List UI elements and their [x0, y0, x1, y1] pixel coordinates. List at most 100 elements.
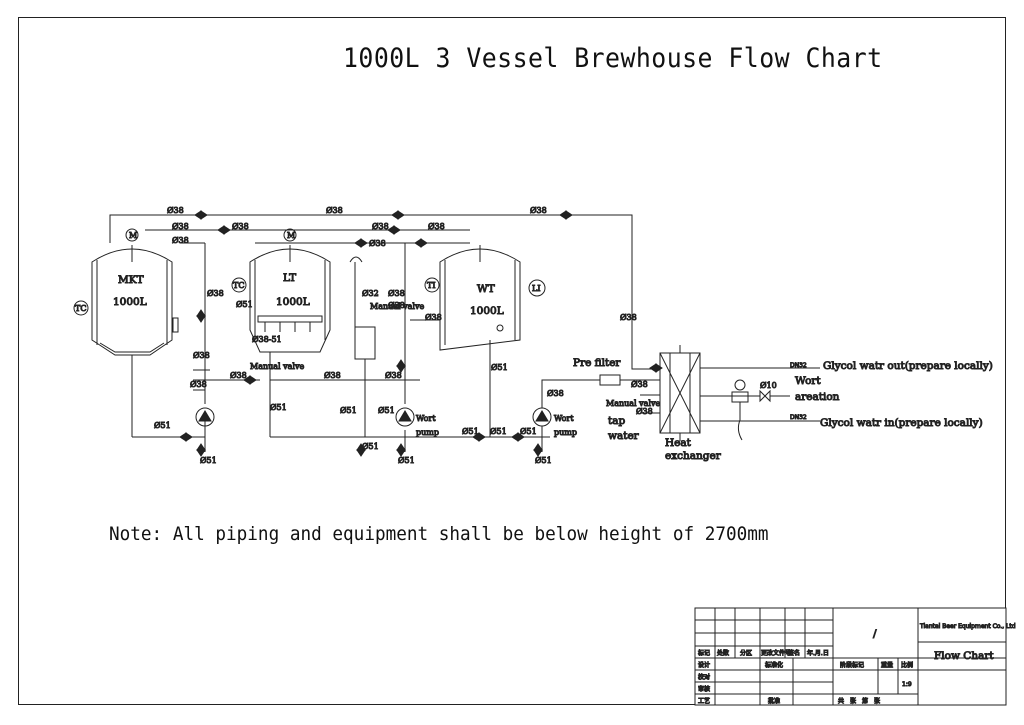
tb-stage: 阶段标记: [840, 661, 864, 669]
wort-pump-label: Wort: [554, 414, 574, 423]
lt-motor-label: M: [287, 231, 295, 240]
wt-volume: 1000L: [470, 305, 504, 317]
grant-filter: [349, 256, 376, 437]
pipe-label: Ø38: [385, 371, 402, 380]
pipe-label: Ø51: [378, 406, 395, 415]
aeration-valve-icon: [759, 389, 771, 403]
pipe-label: Ø38: [388, 289, 405, 298]
pipe-label: Ø51: [340, 406, 357, 415]
water-label: water: [608, 430, 640, 442]
dn32-label: DN32: [790, 414, 807, 421]
tap-label: tap: [608, 415, 625, 427]
dn32-label: DN32: [790, 362, 807, 369]
pipe-label: Ø38: [190, 380, 207, 389]
pipe-label: Ø51: [462, 427, 479, 436]
mkt-vessel: [91, 228, 179, 437]
pipe-label: Ø38: [425, 313, 442, 322]
tb-row-label: 审核: [698, 685, 710, 693]
tb-row-label: 校对: [698, 673, 710, 681]
pipe-label: Ø51: [491, 363, 508, 372]
pipe-label: Ø51: [236, 300, 253, 309]
pipe-label: Ø38: [232, 222, 249, 231]
tb-standard: 标准化: [765, 661, 783, 669]
wort-aeration-label: Wort: [795, 375, 821, 387]
tb-header: 处数: [717, 649, 729, 657]
lt-tc-label: TC: [233, 281, 244, 290]
wort-pump-1-icon: [395, 407, 415, 427]
tb-header: 更改文件号: [761, 649, 791, 657]
drawing-title: 1000L 3 Vessel Brewhouse Flow Chart: [343, 43, 883, 74]
lt-vessel: [249, 228, 331, 437]
level-label: LI: [532, 284, 540, 293]
tb-drawing-name: Flow Chart: [934, 650, 994, 662]
pipe-label: Ø38: [326, 206, 343, 215]
wort-pump-label: pump: [416, 428, 439, 437]
ti-icon: [424, 277, 440, 293]
pipe-label: Ø38: [547, 389, 564, 398]
wort-pump-label: Wort: [416, 414, 436, 423]
pipe-label: Ø38: [620, 313, 637, 322]
mkt-volume: 1000L: [113, 296, 147, 308]
wt-name: WT: [477, 283, 495, 295]
pipe-label: Ø51: [398, 456, 415, 465]
pipe-label: Ø51: [490, 427, 507, 436]
level-icon: [528, 279, 546, 297]
wort-pump-label: pump: [554, 428, 577, 437]
tb-row-label: 设计: [698, 661, 710, 669]
glycol-in-label: Glycol watr in(prepare locally): [820, 417, 983, 429]
pipe-label: Ø10: [760, 381, 777, 390]
lt-tc-icon: [231, 277, 247, 293]
pipe-label: Ø38: [388, 301, 405, 310]
pipe-label: Ø38: [172, 222, 189, 231]
pipe-label: Ø38: [193, 351, 210, 360]
pre-filter-icon: [599, 374, 621, 386]
tb-row-label: 工艺: [698, 697, 710, 705]
pipe-label: Ø38: [636, 407, 653, 416]
tb-ratio: 比例: [901, 661, 913, 669]
manual-valve-label: Manual valve: [370, 302, 425, 311]
mkt-name: MKT: [118, 274, 144, 286]
tb-company: Tiantai Beer Equipment Co., Ltd: [919, 623, 1016, 630]
glycol-out-label: Glycol watr out(prepare locally): [823, 360, 993, 372]
tb-header: 年.月.日: [807, 649, 829, 657]
pipe-label: Ø38: [369, 239, 386, 248]
pipe-label: Ø38: [230, 371, 247, 380]
tc-label: TC: [75, 304, 86, 313]
pipe-label: Ø51: [200, 456, 217, 465]
pipe-label: Ø38: [172, 236, 189, 245]
tb-header: 签名: [788, 649, 800, 657]
tb-sheets: 共 张 第 张: [838, 697, 880, 705]
pipe-label: Ø38: [631, 380, 648, 389]
tb-slash: /: [873, 628, 877, 640]
tb-approve: 批准: [768, 697, 780, 705]
pipe-label: Ø32: [362, 289, 379, 298]
manual-valve-label: Manual valve: [250, 362, 305, 371]
pre-filter-label: Pre filter: [573, 357, 621, 369]
heat-label: Heat: [665, 437, 692, 449]
pipe-label: Ø38: [324, 371, 341, 380]
height-note: Note: All piping and equipment shall be …: [109, 523, 769, 545]
title-block: [694, 607, 1007, 706]
tc-icon: [73, 300, 89, 316]
aeration-gauge-icon: [734, 379, 746, 391]
wt-vessel: [439, 245, 521, 437]
pipe-label: Ø38: [530, 206, 547, 215]
tb-weight: 重量: [881, 661, 893, 669]
lt-name: LT: [283, 272, 296, 284]
lt-motor-icon: [283, 228, 297, 242]
drawing-frame: [18, 17, 1006, 705]
pipe-label: Ø38: [372, 222, 389, 231]
pipe-label: Ø38: [207, 289, 224, 298]
pipe-label: Ø51: [520, 427, 537, 436]
motor-icon: [125, 228, 139, 242]
exchanger-label: exchanger: [665, 450, 722, 462]
lt-volume: 1000L: [276, 296, 310, 308]
manual-valve-label: Manual valve: [606, 399, 661, 408]
pipe-label: Ø51: [535, 456, 552, 465]
tb-scale: 1:9: [902, 681, 912, 688]
pipe-label: Ø38-51: [252, 335, 282, 344]
valves: [179, 210, 663, 457]
pipe-label: Ø38: [428, 222, 445, 231]
mkt-pump-icon: [195, 407, 215, 427]
